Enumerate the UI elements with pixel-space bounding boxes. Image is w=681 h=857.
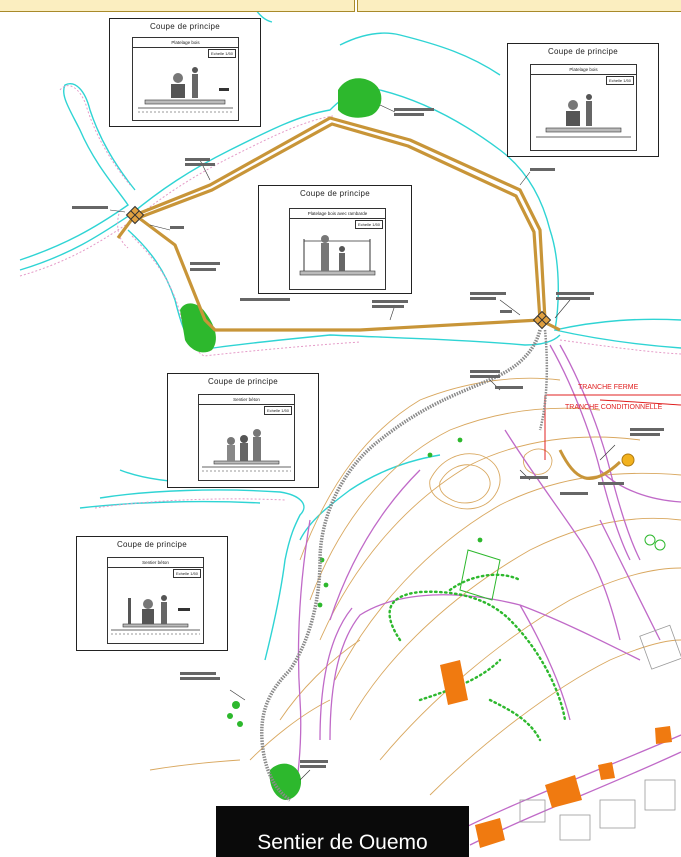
vegetation	[180, 78, 483, 800]
section-sketch	[138, 67, 233, 113]
rest-point-markers	[125, 205, 635, 467]
section-drawing: Sentier béton Echelle 1/50	[198, 394, 295, 481]
cross-section-panel: Coupe de principe Platelage bois Echelle…	[109, 18, 261, 127]
parcel-outline	[459, 549, 501, 601]
cross-section-panel: Coupe de principe Platelage bois avec ra…	[258, 185, 412, 294]
section-scale: Echelle 1/50	[172, 569, 201, 578]
section-header: Platelage bois avec rambarde	[290, 209, 385, 219]
section-sketch	[536, 94, 631, 138]
boardwalk-path	[116, 116, 561, 332]
section-sketch	[111, 595, 200, 635]
map-caption: Sentier de Ouemo	[216, 806, 469, 857]
lookout-branch	[558, 449, 622, 480]
roads	[295, 344, 681, 846]
buildings	[440, 660, 672, 848]
section-scale: Echelle 1/50	[354, 220, 383, 229]
section-drawing: Platelage bois avec rambarde Echelle 1/5…	[289, 208, 386, 290]
section-sketch	[299, 235, 376, 276]
section-header: Platelage bois	[133, 38, 238, 48]
outline-buildings	[519, 624, 681, 841]
coastline-outline	[19, 0, 681, 661]
section-header: Sentier béton	[108, 558, 203, 568]
section-title: Coupe de principe	[207, 377, 279, 386]
cross-section-panel: Coupe de principe Sentier béton Echelle …	[76, 536, 228, 651]
section-header: Platelage bois	[531, 65, 636, 75]
header-panel-right	[357, 0, 681, 12]
tranche-conditionnelle-label: TRANCHE CONDITIONNELLE	[565, 404, 663, 411]
header-panel-left	[0, 0, 355, 12]
section-scale: Echelle 1/50	[207, 49, 236, 58]
section-drawing: Platelage bois Echelle 1/50	[132, 37, 239, 121]
section-scale: Echelle 1/50	[263, 406, 292, 415]
tree-symbols	[644, 534, 666, 551]
cross-section-panel: Coupe de principe Sentier béton Echelle …	[167, 373, 319, 488]
cross-section-panel: Coupe de principe Platelage bois Echelle…	[507, 43, 659, 157]
section-drawing: Platelage bois Echelle 1/50	[530, 64, 637, 151]
section-sketch	[202, 429, 291, 472]
annotation-text	[72, 108, 664, 768]
section-drawing: Sentier béton Echelle 1/50	[107, 557, 204, 644]
section-title: Coupe de principe	[116, 540, 188, 549]
contour-lines	[149, 377, 681, 796]
section-title: Coupe de principe	[299, 189, 371, 198]
hedge-lines	[388, 573, 567, 742]
concrete-path-branch	[538, 329, 549, 431]
section-title: Coupe de principe	[149, 22, 221, 31]
section-title: Coupe de principe	[547, 47, 619, 56]
section-header: Sentier béton	[199, 395, 294, 405]
section-scale: Echelle 1/50	[605, 76, 634, 85]
tranche-ferme-label: TRANCHE FERME	[578, 384, 639, 391]
